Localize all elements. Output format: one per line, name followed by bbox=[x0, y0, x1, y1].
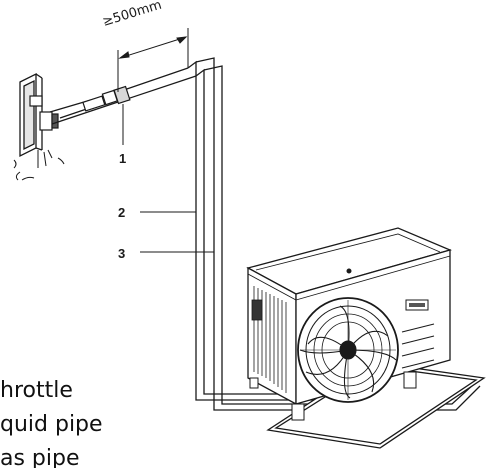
unit-feet bbox=[249, 371, 417, 421]
wall-fitting bbox=[29, 95, 59, 131]
legend-item-gas-pipe: as pipe bbox=[0, 446, 80, 468]
callout-1: 1 bbox=[119, 151, 126, 166]
side-grille bbox=[251, 286, 287, 393]
legend-item-liquid-pipe: quid pipe bbox=[0, 412, 103, 437]
callout-3: 3 bbox=[118, 246, 125, 261]
front-panel-details bbox=[346, 268, 435, 369]
callout-2: 2 bbox=[118, 205, 125, 220]
dimension-marker bbox=[117, 28, 189, 92]
fan-icon bbox=[299, 300, 397, 400]
loose-wires bbox=[13, 149, 65, 181]
dimension-label: ≥500mm bbox=[101, 0, 164, 30]
callout-leaders bbox=[122, 104, 214, 253]
legend-item-throttle: hrottle bbox=[0, 378, 73, 403]
throttle-assembly bbox=[82, 85, 131, 112]
wall-plate bbox=[19, 72, 43, 158]
gas-pipe bbox=[195, 57, 481, 411]
